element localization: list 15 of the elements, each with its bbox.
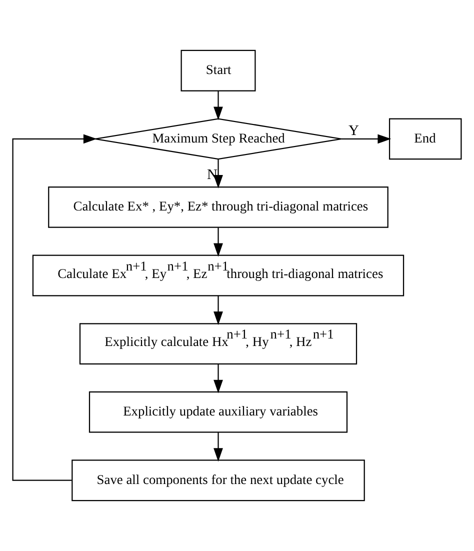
node-diamond: Maximum Step Reached xyxy=(94,118,342,160)
arrow xyxy=(214,432,223,462)
node-box: Save all components for the next update cycle xyxy=(72,460,365,502)
arrow xyxy=(214,159,223,188)
arrow xyxy=(214,91,223,120)
node-box: Calculate Ex* , Ey*, Ez* through tri-diagonal matrices xyxy=(48,186,388,228)
edge-label: Y xyxy=(348,122,360,139)
arrow xyxy=(214,364,223,394)
node-box: Explicitly update auxiliary variables xyxy=(88,391,348,433)
arrow xyxy=(214,296,223,326)
node-box: Start xyxy=(180,50,256,92)
arrow xyxy=(214,228,223,257)
arrow xyxy=(12,134,97,481)
arrow xyxy=(341,134,392,144)
node-box: End xyxy=(388,118,462,160)
